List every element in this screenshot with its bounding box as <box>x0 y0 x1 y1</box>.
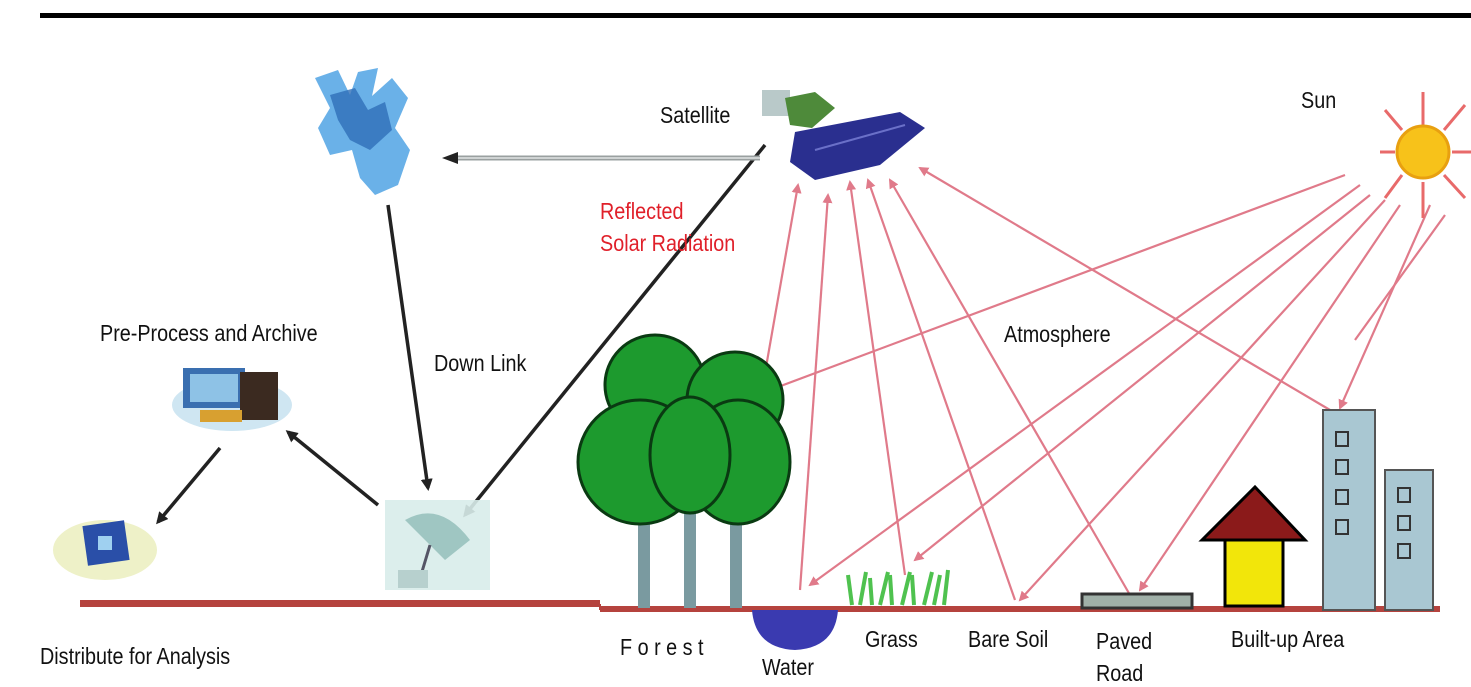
house-icon <box>1198 484 1309 608</box>
buildings-icon <box>1322 409 1434 611</box>
water-label: Water <box>762 654 815 680</box>
atmosphere-label: Atmosphere <box>1004 321 1111 347</box>
satellite-icon <box>762 90 925 180</box>
paved-road-label-line1: Paved <box>1096 628 1153 654</box>
paved-road-label-line2: Road <box>1096 660 1144 686</box>
reflected-radiation-label-line2: Solar Radiation <box>600 230 736 256</box>
radiation-rays <box>760 166 1446 602</box>
to-archive-arrow <box>285 430 380 507</box>
sun-icon <box>1380 92 1471 218</box>
to-analysis-arrow <box>156 446 222 525</box>
ground-station-icon <box>385 500 490 590</box>
top-rule <box>40 13 1471 18</box>
ground <box>80 600 1440 612</box>
archive-computer-icon <box>172 368 292 431</box>
sun-label: Sun <box>1301 87 1337 113</box>
crosslink-arrow <box>442 152 760 164</box>
satellite-label: Satellite <box>660 102 731 128</box>
data-links <box>156 143 767 525</box>
downlink-arrow <box>463 143 767 518</box>
grass-icon <box>846 569 950 606</box>
forest-label: F o r e s t <box>620 634 704 660</box>
distribute-label: Distribute for Analysis <box>40 643 231 669</box>
bare-soil-label: Bare Soil <box>968 626 1049 652</box>
distribute-icon <box>53 520 157 580</box>
forest-icon <box>576 333 792 608</box>
grass-label: Grass <box>865 626 918 652</box>
relay-satellite-icon <box>315 68 410 195</box>
paved-road-icon <box>1080 592 1194 610</box>
built-up-area-label: Built-up Area <box>1231 626 1345 652</box>
reflected-radiation-label-line1: Reflected <box>600 198 684 224</box>
pre-process-label: Pre-Process and Archive <box>100 320 318 346</box>
water-icon <box>752 610 838 650</box>
relay-downlink-arrow <box>386 204 433 491</box>
down-link-label: Down Link <box>434 350 527 376</box>
